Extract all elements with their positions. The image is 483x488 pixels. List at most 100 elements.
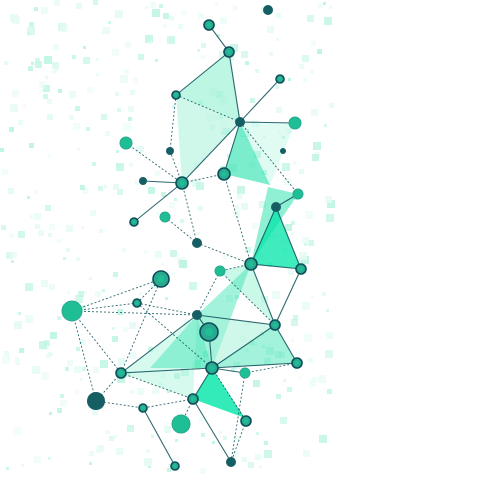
pixel-square: [109, 436, 114, 441]
pixel-square: [319, 435, 327, 443]
pixel-square: [276, 394, 281, 399]
pixel-square: [272, 291, 280, 299]
pixel-square: [269, 52, 273, 56]
pixel-square: [96, 446, 103, 453]
pixel-square: [259, 465, 262, 468]
pixel-square: [259, 201, 266, 208]
pixel-square: [48, 154, 51, 157]
pixel-square: [25, 283, 33, 291]
pixel-square: [76, 347, 80, 351]
network-edge: [175, 94, 241, 123]
pixel-square: [137, 388, 144, 395]
pixel-square: [39, 81, 46, 88]
network-edge: [120, 314, 198, 374]
pixel-square: [254, 151, 261, 158]
network-edge: [244, 362, 298, 374]
pixel-square: [133, 78, 138, 83]
pixel-square: [123, 327, 128, 332]
pixel-square: [15, 357, 19, 361]
pixel-square: [304, 334, 312, 342]
pixel-square: [49, 284, 55, 290]
pixel-square: [65, 367, 69, 371]
network-edge: [250, 206, 277, 265]
pixel-square: [80, 185, 85, 190]
pixel-square: [161, 192, 166, 197]
pixel-square: [297, 260, 303, 266]
pixel-square: [313, 142, 321, 150]
network-edge: [71, 310, 122, 374]
pixel-square: [2, 356, 10, 364]
pixel-square: [124, 69, 129, 74]
pixel-square: [327, 200, 335, 208]
network-node: [269, 319, 281, 331]
pixel-square: [220, 17, 227, 24]
pixel-square: [18, 231, 25, 238]
network-node: [205, 361, 219, 375]
pixel-square: [116, 448, 123, 455]
pixel-square: [250, 306, 253, 309]
pixel-square: [148, 465, 151, 468]
pixel-square: [66, 248, 70, 252]
network-node: [132, 298, 142, 308]
network-edge: [211, 367, 247, 422]
pixel-square: [12, 90, 19, 97]
pixel-square: [41, 7, 48, 14]
pixel-square: [145, 6, 148, 9]
pixel-square: [299, 64, 304, 69]
pixel-square: [149, 41, 152, 44]
polygon-facet: [193, 368, 245, 418]
pixel-square: [139, 292, 143, 296]
pixel-square: [74, 366, 81, 373]
pixel-square: [329, 103, 334, 108]
pixel-square: [326, 332, 333, 339]
pixel-square: [264, 358, 271, 365]
network-edge: [71, 310, 97, 402]
pixel-square: [113, 184, 119, 190]
pixel-square: [108, 21, 111, 24]
pixel-square: [241, 203, 248, 210]
pixel-square: [299, 252, 307, 260]
pixel-square: [128, 106, 134, 112]
pixel-square: [117, 375, 125, 383]
pixel-square: [79, 339, 85, 345]
pixel-square: [161, 373, 166, 378]
pixel-square: [177, 457, 180, 460]
pixel-square: [112, 327, 115, 330]
pixel-square: [100, 360, 108, 368]
pixel-square: [310, 70, 314, 74]
pixel-square: [112, 49, 119, 56]
pixel-square: [67, 360, 73, 366]
pixel-square: [130, 90, 135, 95]
pixel-square: [178, 24, 183, 29]
pixel-square: [127, 425, 134, 432]
pixel-square: [161, 263, 164, 266]
pixel-square: [293, 161, 297, 165]
network-node: [115, 367, 127, 379]
pixel-square: [293, 315, 298, 320]
network-edge: [142, 407, 176, 467]
pixel-square: [241, 51, 248, 58]
pixel-square: [215, 3, 218, 6]
pixel-square: [35, 58, 40, 63]
pixel-square: [253, 342, 257, 346]
network-edge: [196, 314, 276, 326]
pixel-square: [98, 186, 103, 191]
pixel-square: [287, 128, 292, 133]
pixel-square: [116, 163, 124, 171]
pixel-square: [212, 441, 215, 444]
pixel-square: [148, 187, 155, 194]
network-edge: [142, 398, 194, 409]
pixel-square: [126, 373, 130, 377]
pixel-square: [323, 2, 326, 5]
pixel-square: [189, 282, 197, 290]
network-node: [175, 176, 189, 190]
pixel-square: [29, 22, 34, 27]
network-node: [171, 90, 181, 100]
polygon-facet: [240, 122, 295, 185]
pixel-square: [197, 49, 200, 52]
network-node: [235, 117, 245, 127]
pixel-square: [312, 377, 317, 382]
pixel-square: [145, 35, 153, 43]
pixel-square: [146, 449, 150, 453]
